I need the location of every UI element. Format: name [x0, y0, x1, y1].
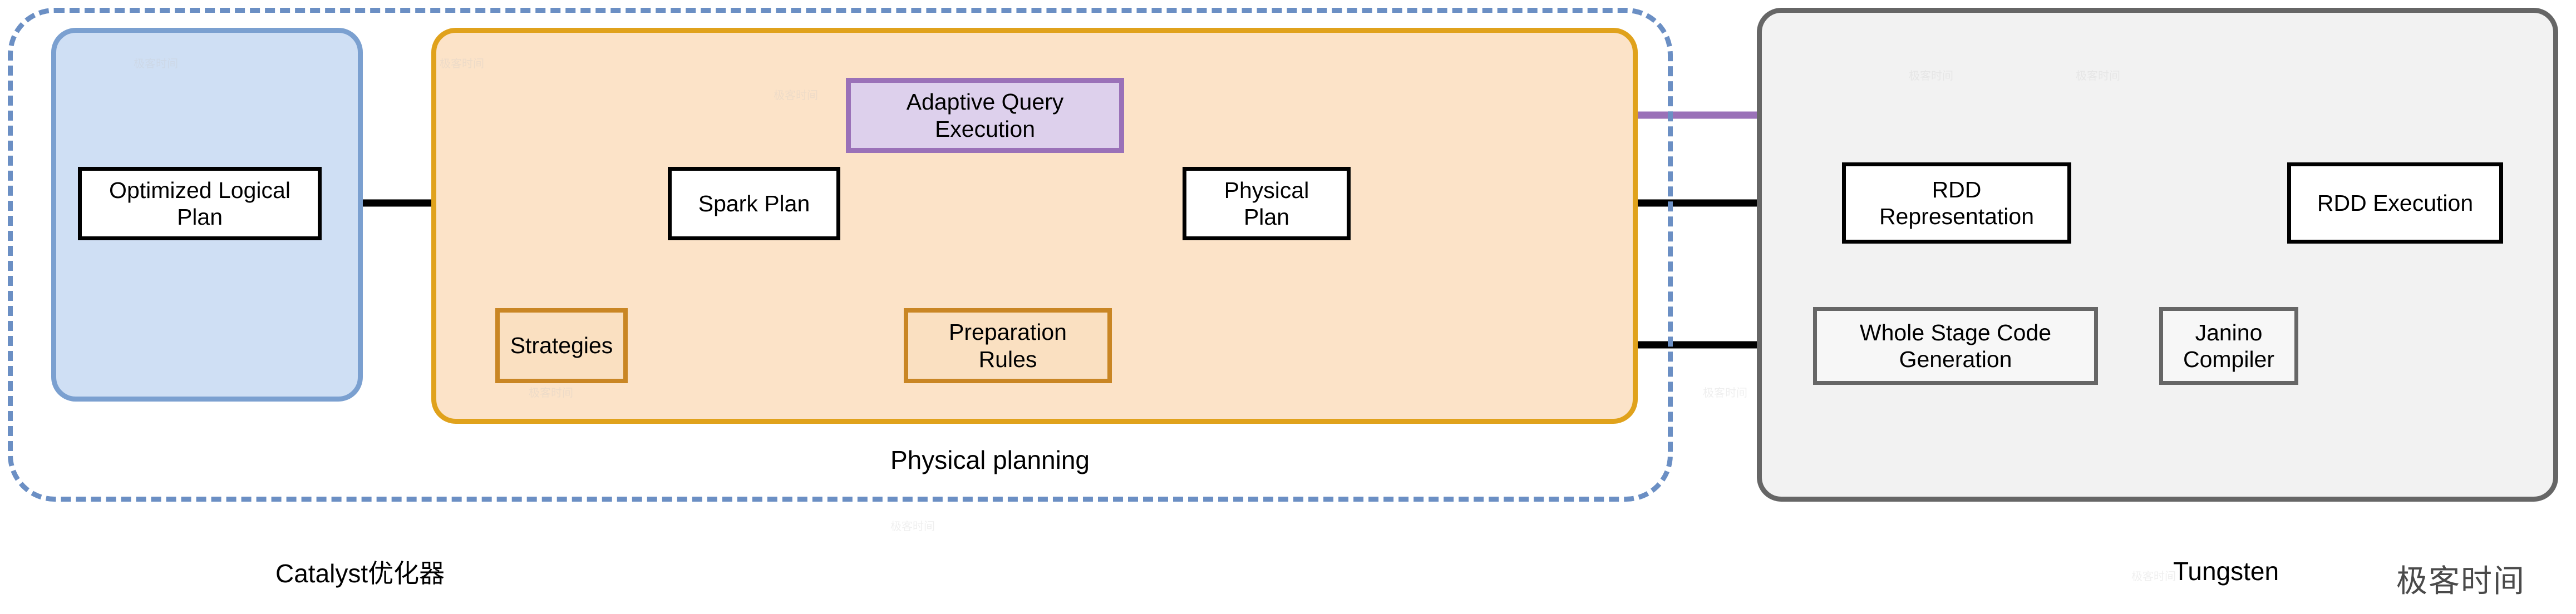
caption-physical-planning: Physical planning [890, 445, 1090, 474]
node-strategies[interactable]: Strategies [495, 308, 628, 383]
node-janino-compiler[interactable]: Janino Compiler [2159, 307, 2298, 385]
group-catalyst-optimizer [8, 8, 1673, 502]
node-optimized-logical-plan[interactable]: Optimized Logical Plan [78, 167, 322, 240]
caption-catalyst-optimizer: Catalyst优化器 [275, 559, 445, 588]
node-whole-stage-code-generation[interactable]: Whole Stage Code Generation [1813, 307, 2098, 385]
node-adaptive-query-execution[interactable]: Adaptive Query Execution [846, 78, 1124, 153]
node-rdd-execution[interactable]: RDD Execution [2287, 162, 2503, 244]
caption-tungsten: Tungsten [2173, 557, 2279, 586]
node-spark-plan[interactable]: Spark Plan [668, 167, 840, 240]
geekbang-mark-icon [2354, 557, 2388, 601]
group-tungsten [1757, 8, 2558, 502]
node-rdd-representation[interactable]: RDD Representation [1842, 162, 2071, 244]
node-physical-plan[interactable]: Physical Plan [1183, 167, 1351, 240]
brand-name: 极客时间 [2396, 563, 2525, 600]
node-preparation-rules[interactable]: Preparation Rules [904, 308, 1112, 383]
brand-logo: 极客时间 [2354, 556, 2525, 601]
